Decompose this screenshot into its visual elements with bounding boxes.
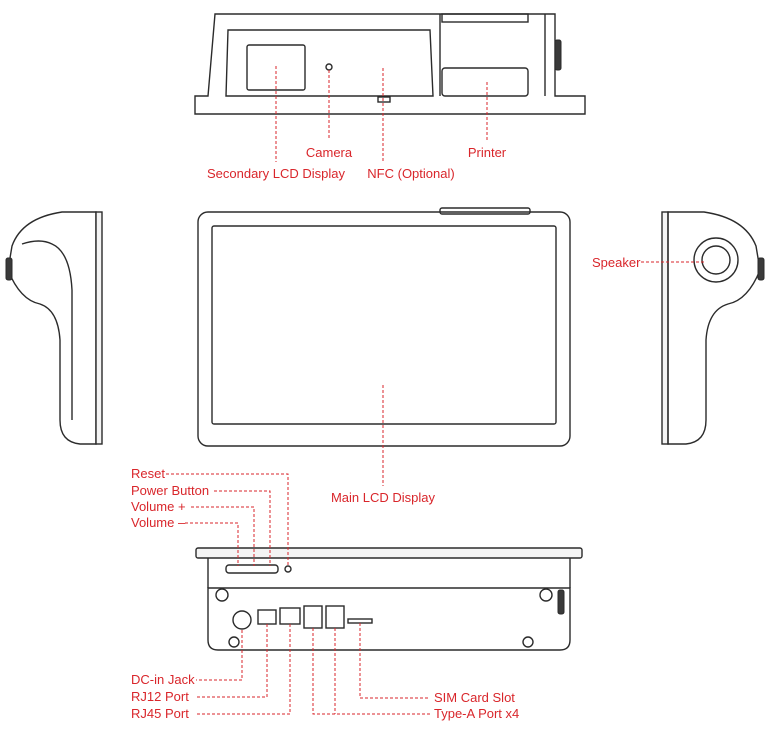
- dc-in-label: DC-in Jack: [131, 672, 195, 687]
- speaker-label: Speaker: [592, 255, 641, 270]
- leader-lines: [166, 66, 706, 715]
- printer-label: Printer: [468, 145, 507, 160]
- camera-lens: [325, 63, 333, 71]
- volume-up-label: Volume +: [131, 499, 186, 514]
- rj45-label: RJ45 Port: [131, 706, 189, 721]
- reset-hole: [284, 565, 292, 573]
- usb-stack-2: [325, 605, 345, 629]
- main-lcd-label: Main LCD Display: [331, 490, 436, 505]
- main-lcd-screen: [211, 225, 557, 425]
- dc-in-port: [232, 610, 252, 630]
- right-side-view: [661, 211, 765, 445]
- speaker-grille: [693, 237, 739, 283]
- nfc-label: NFC (Optional): [367, 166, 454, 181]
- button-strip: [225, 564, 279, 574]
- rj12-port: [257, 609, 277, 625]
- secondary-lcd-screen: [246, 44, 306, 91]
- rj12-label: RJ12 Port: [131, 689, 189, 704]
- rj45-port: [279, 607, 301, 625]
- left-side-view: [5, 211, 103, 445]
- printer-slot: [441, 67, 529, 97]
- camera-label: Camera: [306, 145, 353, 160]
- sim-label: SIM Card Slot: [434, 690, 515, 705]
- type-a-label: Type-A Port x4: [434, 706, 519, 721]
- reset-label: Reset: [131, 466, 165, 481]
- secondary-lcd-label: Secondary LCD Display: [207, 166, 346, 181]
- bottom-view: [195, 547, 583, 651]
- power-button-label: Power Button: [131, 483, 209, 498]
- usb-stack-1: [303, 605, 323, 629]
- front-view: [197, 207, 571, 447]
- main-lcd-bezel: [197, 211, 571, 447]
- volume-down-label: Volume –: [131, 515, 186, 530]
- top-view: [194, 13, 586, 115]
- sim-slot: [347, 618, 373, 624]
